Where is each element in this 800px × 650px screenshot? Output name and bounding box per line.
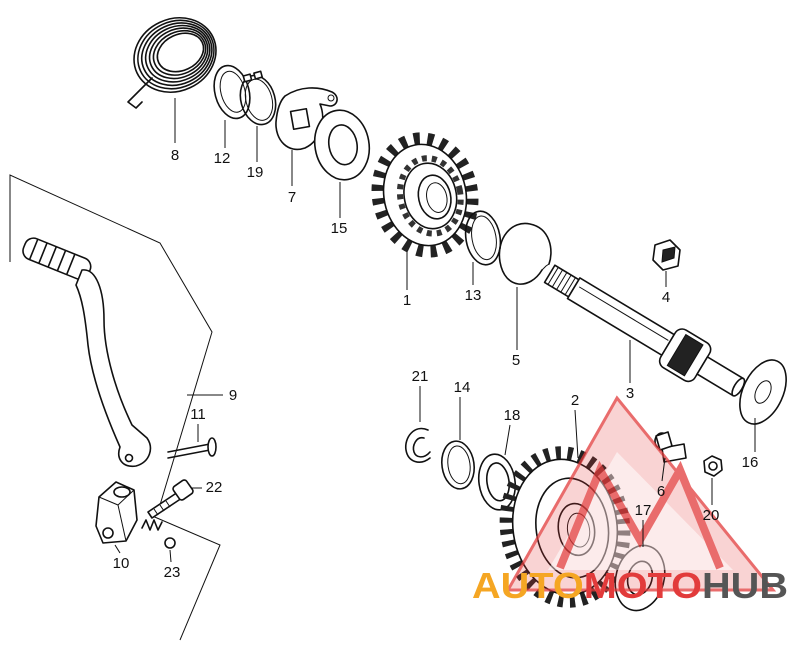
callout-8: 8: [171, 147, 179, 164]
callout-22: 22: [206, 479, 223, 496]
part-14-ring: [441, 440, 475, 490]
watermark-moto: MOTO: [584, 565, 702, 606]
part-17-washer: [614, 544, 666, 612]
callout-10: 10: [113, 555, 130, 572]
callout-14: 14: [454, 379, 471, 396]
callout-17: 17: [635, 502, 652, 519]
part-22-bolt: [147, 479, 194, 519]
part-19-circlip: [239, 70, 277, 126]
part-11-bolt: [167, 437, 217, 459]
watermark-auto: AUTO: [472, 565, 584, 606]
part-5-circlip: [498, 222, 552, 285]
part-21-clip: [404, 427, 431, 463]
callout-12: 12: [214, 150, 231, 167]
callout-19: 19: [247, 164, 264, 181]
part-1-drive-gear: [371, 132, 479, 258]
callout-11: 11: [190, 406, 206, 423]
leader-lines: [114, 98, 756, 563]
part-3-spindle: [543, 264, 746, 397]
callout-13: 13: [465, 287, 482, 304]
part-15-washer: [313, 109, 371, 181]
callout-6: 6: [657, 483, 665, 500]
callout-2: 2: [571, 392, 579, 409]
callout-5: 5: [512, 352, 520, 369]
callout-3: 3: [626, 385, 634, 402]
callout-21: 21: [412, 368, 429, 385]
callout-9: 9: [229, 387, 237, 404]
part-13-ring: [464, 210, 502, 266]
callout-15: 15: [331, 220, 348, 237]
part-23-ball: [164, 537, 176, 549]
part-10-lever-boss: [95, 481, 138, 544]
watermark-logo: [505, 395, 777, 592]
callout-7: 7: [288, 189, 296, 206]
callout-1: 1: [403, 292, 411, 309]
part-8-return-spring: [133, 17, 217, 93]
kick-lever-group-outline: [9, 174, 221, 641]
callout-18: 18: [504, 407, 521, 424]
part-8-spring-hook: [127, 77, 153, 109]
part-16-washer: [739, 359, 787, 425]
part-4-ratchet-clip: [652, 239, 681, 271]
kick-lever: [22, 237, 152, 468]
boss-spring: [141, 519, 163, 531]
part-20-nut: [703, 455, 723, 477]
callout-16: 16: [742, 454, 759, 471]
part-7-spring-guide: [275, 87, 338, 151]
part-18-washer: [477, 453, 517, 511]
watermark-hub: HUB: [702, 565, 788, 606]
callout-4: 4: [662, 289, 670, 306]
callout-23: 23: [164, 564, 181, 581]
part-5-circlip-gap: [541, 263, 550, 271]
callout-20: 20: [703, 507, 720, 524]
part-12-washer: [213, 64, 251, 120]
